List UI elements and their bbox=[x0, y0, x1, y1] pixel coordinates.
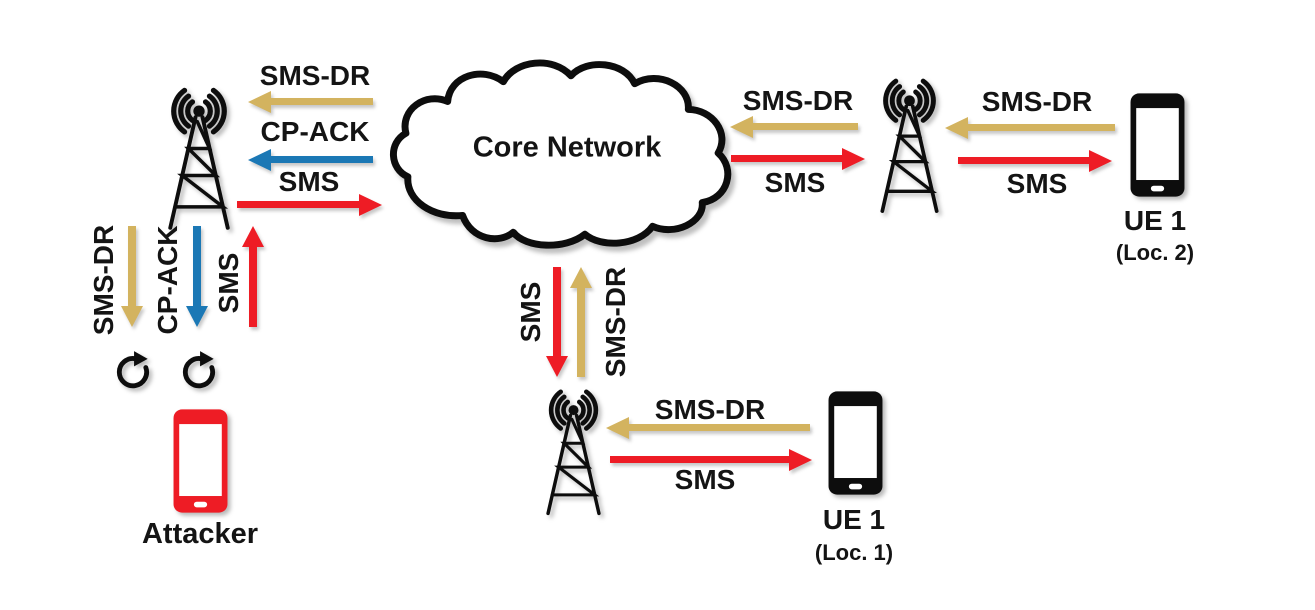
sms-dr-label: SMS-DR bbox=[88, 224, 119, 336]
sms-label: SMS bbox=[515, 281, 546, 343]
attacker-phone-icon bbox=[172, 408, 229, 514]
sms-dr-label: SMS-DR bbox=[981, 86, 1093, 117]
cp-ack-arrow bbox=[271, 156, 373, 163]
sms-label: SMS bbox=[764, 167, 826, 198]
sms-dr-arrow bbox=[577, 288, 585, 377]
sms-label: SMS bbox=[278, 166, 340, 197]
cp-ack-arrow bbox=[193, 226, 201, 306]
sms-arrow bbox=[731, 155, 842, 162]
sms-label: SMS bbox=[674, 464, 736, 495]
sms-arrow bbox=[249, 247, 257, 327]
sms-dr-label: SMS-DR bbox=[742, 85, 854, 116]
repeat-icon bbox=[178, 347, 220, 391]
sms-label: SMS bbox=[1006, 168, 1068, 199]
attacker-label: Attacker bbox=[141, 518, 259, 550]
cp-ack-label: CP-ACK bbox=[260, 116, 370, 147]
cloud-icon bbox=[389, 59, 732, 249]
sms-dr-arrow bbox=[271, 98, 373, 105]
ue1-loc1-label: UE 1 bbox=[822, 504, 886, 535]
sms-dr-arrow bbox=[968, 124, 1115, 131]
base-station-right-icon bbox=[864, 76, 955, 216]
sms-dr-arrow bbox=[753, 123, 858, 130]
sms-dr-arrow bbox=[128, 226, 136, 306]
repeat-icon bbox=[112, 347, 154, 391]
core-network-cloud: Core Network bbox=[388, 52, 746, 260]
base-station-left-icon bbox=[151, 85, 247, 233]
ue1-loc1-sublabel: (Loc. 1) bbox=[814, 540, 894, 565]
sms-dr-label: SMS-DR bbox=[654, 394, 766, 425]
ue1-loc1-phone-icon bbox=[827, 390, 884, 496]
sms-dr-label: SMS-DR bbox=[600, 266, 631, 378]
ue1-loc2-phone-icon bbox=[1129, 92, 1186, 198]
sms-arrow bbox=[958, 157, 1089, 164]
sms-arrow bbox=[610, 456, 789, 463]
ue1-loc2-label: UE 1 bbox=[1123, 205, 1187, 236]
cp-ack-label: CP-ACK bbox=[152, 225, 183, 335]
sms-arrow bbox=[237, 201, 359, 208]
ue1-loc2-sublabel: (Loc. 2) bbox=[1115, 240, 1195, 265]
sms-arrow bbox=[553, 267, 561, 356]
sms-dr-arrow bbox=[629, 424, 810, 431]
core-network-label: Core Network bbox=[472, 131, 662, 164]
base-station-bottom-icon bbox=[531, 387, 616, 518]
sms-dr-label: SMS-DR bbox=[259, 60, 371, 91]
sms-label: SMS bbox=[213, 252, 244, 314]
